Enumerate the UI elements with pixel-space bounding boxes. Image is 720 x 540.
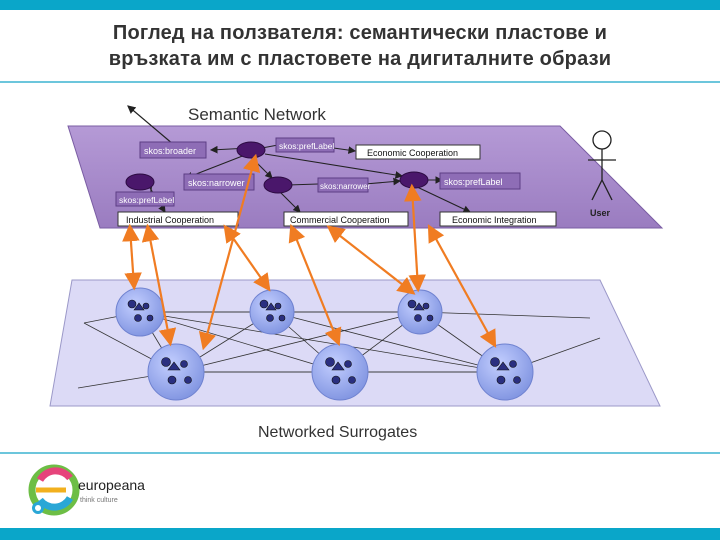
layer-link-arrows [122,153,497,351]
networked-surrogates-title: Networked Surrogates [258,424,417,441]
slide-title: Поглед на ползвателя: семантически пласт… [20,20,700,72]
logo-name: europeana [78,477,145,493]
concept-node [125,173,155,191]
surrogate-cluster [476,343,534,401]
concept-node [263,176,293,194]
concept-node [236,141,266,159]
narrower-right-label: skos:narrower [320,182,371,191]
preflabel-top-label: skos:prefLabel [279,141,334,151]
surrogate-cluster [397,289,443,335]
concept-node [399,171,429,189]
semantic-network-title: Semantic Network [188,105,326,124]
surrogate-cluster [115,287,165,337]
broader-label: skos:broader [144,146,196,156]
preflabel-right-label: skos:prefLabel [444,177,503,187]
europeana-logo[interactable]: europeana think culture [26,460,176,526]
industrial-cooperation-label: Industrial Cooperation [126,215,214,225]
surrogate-cluster [249,289,295,335]
economic-integration-label: Economic Integration [452,215,537,225]
top-accent-bar [0,0,720,10]
user-label: User [590,208,611,218]
europeana-mark-icon [28,464,80,516]
footer-divider [0,452,720,454]
surrogate-cluster [147,343,205,401]
slide-title-line-1: Поглед на ползвателя: семантически пласт… [112,22,608,44]
bottom-accent-bar [0,528,720,540]
logo-tagline: think culture [80,497,118,504]
preflabel-left-label: skos:prefLabel [119,195,174,205]
user-icon [588,130,616,201]
semantic-network-diagram: Semantic Network Networked Surrogates sk… [49,105,664,441]
surrogate-cluster [311,343,369,401]
title-divider [0,81,720,83]
commercial-cooperation-label: Commercial Cooperation [290,215,390,225]
economic-cooperation-label: Economic Cooperation [367,148,458,158]
slide-title-line-2: връзката им с пластовете на дигиталните … [108,48,612,70]
narrower-left-label: skos:narrower [188,178,245,188]
